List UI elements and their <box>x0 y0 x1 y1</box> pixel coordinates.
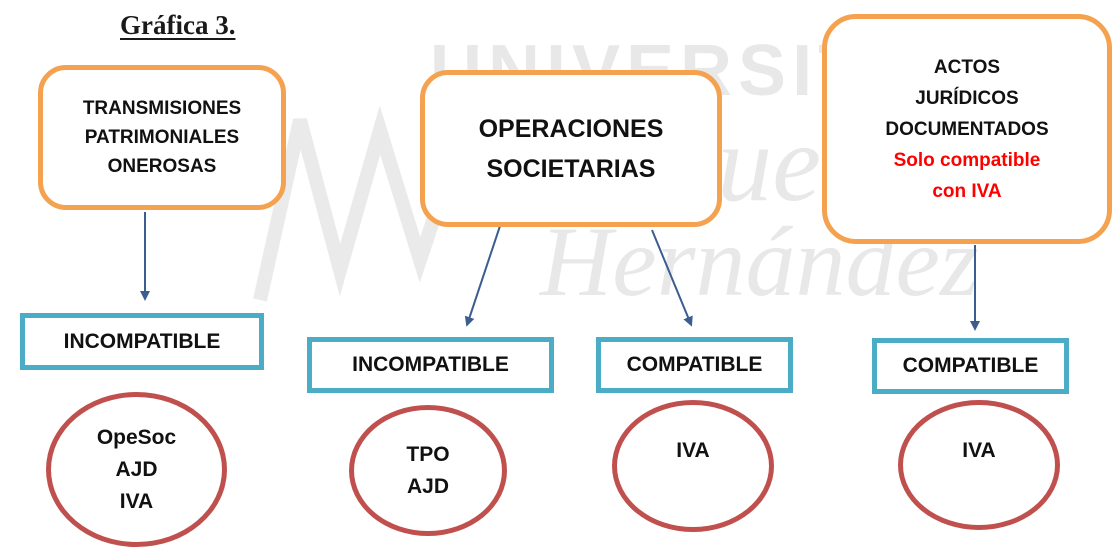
verdict-ajd-compatible: COMPATIBLE <box>872 338 1069 394</box>
opsoc-line-1: OPERACIONES <box>478 114 664 143</box>
figure-title: Gráfica 3. <box>120 10 236 40</box>
ajd-line-2: JURÍDICOS <box>915 87 1019 109</box>
verdict-tpo-label: INCOMPATIBLE <box>63 329 221 353</box>
tpo-line-1: TRANSMISIONES <box>82 98 242 119</box>
result-opsoc-line-2: AJD <box>406 474 449 498</box>
result-tpo-line-3: IVA <box>119 489 154 513</box>
opsoc-line-2: SOCIETARIAS <box>486 154 656 183</box>
tpo-box: TRANSMISIONES PATRIMONIALES ONEROSAS <box>38 65 286 210</box>
result-opsoc-compatible-line-1: IVA <box>676 439 710 462</box>
verdict-tpo: INCOMPATIBLE <box>20 313 264 370</box>
verdict-opsoc-compatible-label: COMPATIBLE <box>626 353 763 376</box>
ajd-note-line-1: Solo compatible <box>893 149 1041 171</box>
verdict-opsoc-incompatible: INCOMPATIBLE <box>307 337 554 393</box>
ajd-line-1: ACTOS <box>933 56 1001 78</box>
ajd-box: ACTOS JURÍDICOS DOCUMENTADOS Solo compat… <box>822 14 1112 244</box>
result-opsoc-line-1: TPO <box>406 442 450 466</box>
result-tpo: OpeSoc AJD IVA <box>46 392 227 547</box>
tpo-line-3: ONEROSAS <box>107 156 217 177</box>
result-opsoc-incompatible: TPO AJD <box>349 405 507 536</box>
arrow-opsoc-to-compatible <box>651 229 693 327</box>
result-ajd-compatible: IVA <box>898 400 1060 530</box>
ajd-line-3: DOCUMENTADOS <box>885 118 1049 140</box>
result-ajd-compatible-line-1: IVA <box>962 439 996 462</box>
result-tpo-line-1: OpeSoc <box>96 425 177 449</box>
verdict-opsoc-compatible: COMPATIBLE <box>596 337 793 393</box>
verdict-ajd-compatible-label: COMPATIBLE <box>902 354 1039 377</box>
result-tpo-line-2: AJD <box>115 457 158 481</box>
tpo-line-2: PATRIMONIALES <box>84 127 240 148</box>
ajd-note-line-2: con IVA <box>932 180 1002 202</box>
opsoc-box: OPERACIONES SOCIETARIAS <box>420 70 722 227</box>
arrow-opsoc-to-incompatible <box>464 225 501 327</box>
verdict-opsoc-incompatible-label: INCOMPATIBLE <box>352 353 509 376</box>
result-opsoc-compatible: IVA <box>612 400 774 532</box>
